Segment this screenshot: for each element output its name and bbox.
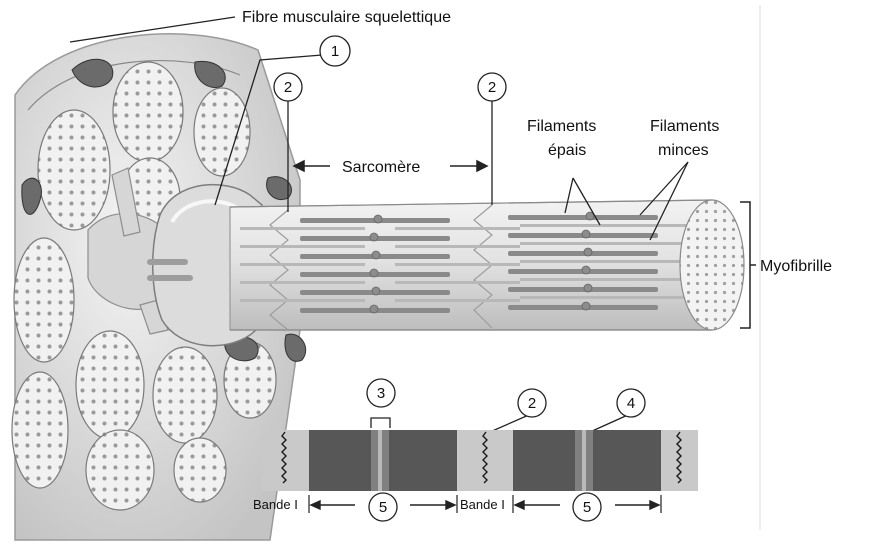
label-filaments-epais-2: épais (548, 142, 586, 159)
m-line-left (378, 430, 382, 491)
label-myofibrille: Myofibrille (760, 258, 832, 275)
marker-2-right: 2 (477, 72, 507, 102)
myofibril-bracket (740, 201, 756, 329)
label-bande-i-left: Bande I (253, 497, 298, 512)
marker-3: 3 (366, 378, 396, 408)
svg-text:3: 3 (377, 385, 385, 402)
leader-lines (69, 16, 689, 433)
svg-text:4: 4 (627, 395, 635, 412)
marker-1: 1 (319, 35, 351, 67)
a-band-arrows (309, 499, 661, 511)
svg-text:1: 1 (331, 43, 339, 60)
marker-2-band: 2 (517, 388, 547, 418)
svg-text:2: 2 (488, 79, 496, 96)
svg-text:2: 2 (528, 395, 536, 412)
myofibril (229, 199, 745, 331)
svg-text:5: 5 (379, 499, 387, 516)
marker-5-left: 5 (368, 492, 398, 522)
label-filaments-minces-1: Filaments (650, 118, 719, 135)
marker-2-left: 2 (273, 72, 303, 102)
label-filaments-epais-1: Filaments (527, 118, 596, 135)
label-filaments-minces-2: minces (658, 142, 709, 159)
m-line-beads (369, 211, 595, 314)
m-line-right (582, 430, 586, 491)
band-diagram (262, 430, 698, 513)
svg-text:2: 2 (284, 79, 292, 96)
z-lines (281, 431, 682, 484)
thin-filaments (240, 224, 700, 302)
sarcomere-arrows (292, 159, 489, 173)
myofibril-end-cap (679, 199, 745, 331)
marker-4: 4 (616, 388, 646, 418)
marker-5-right: 5 (572, 492, 602, 522)
label-sarcomere: Sarcomère (342, 159, 420, 176)
label-bande-i-right: Bande I (460, 497, 505, 512)
label-fibre-musculaire: Fibre musculaire squelettique (242, 9, 451, 26)
svg-text:5: 5 (583, 499, 591, 516)
